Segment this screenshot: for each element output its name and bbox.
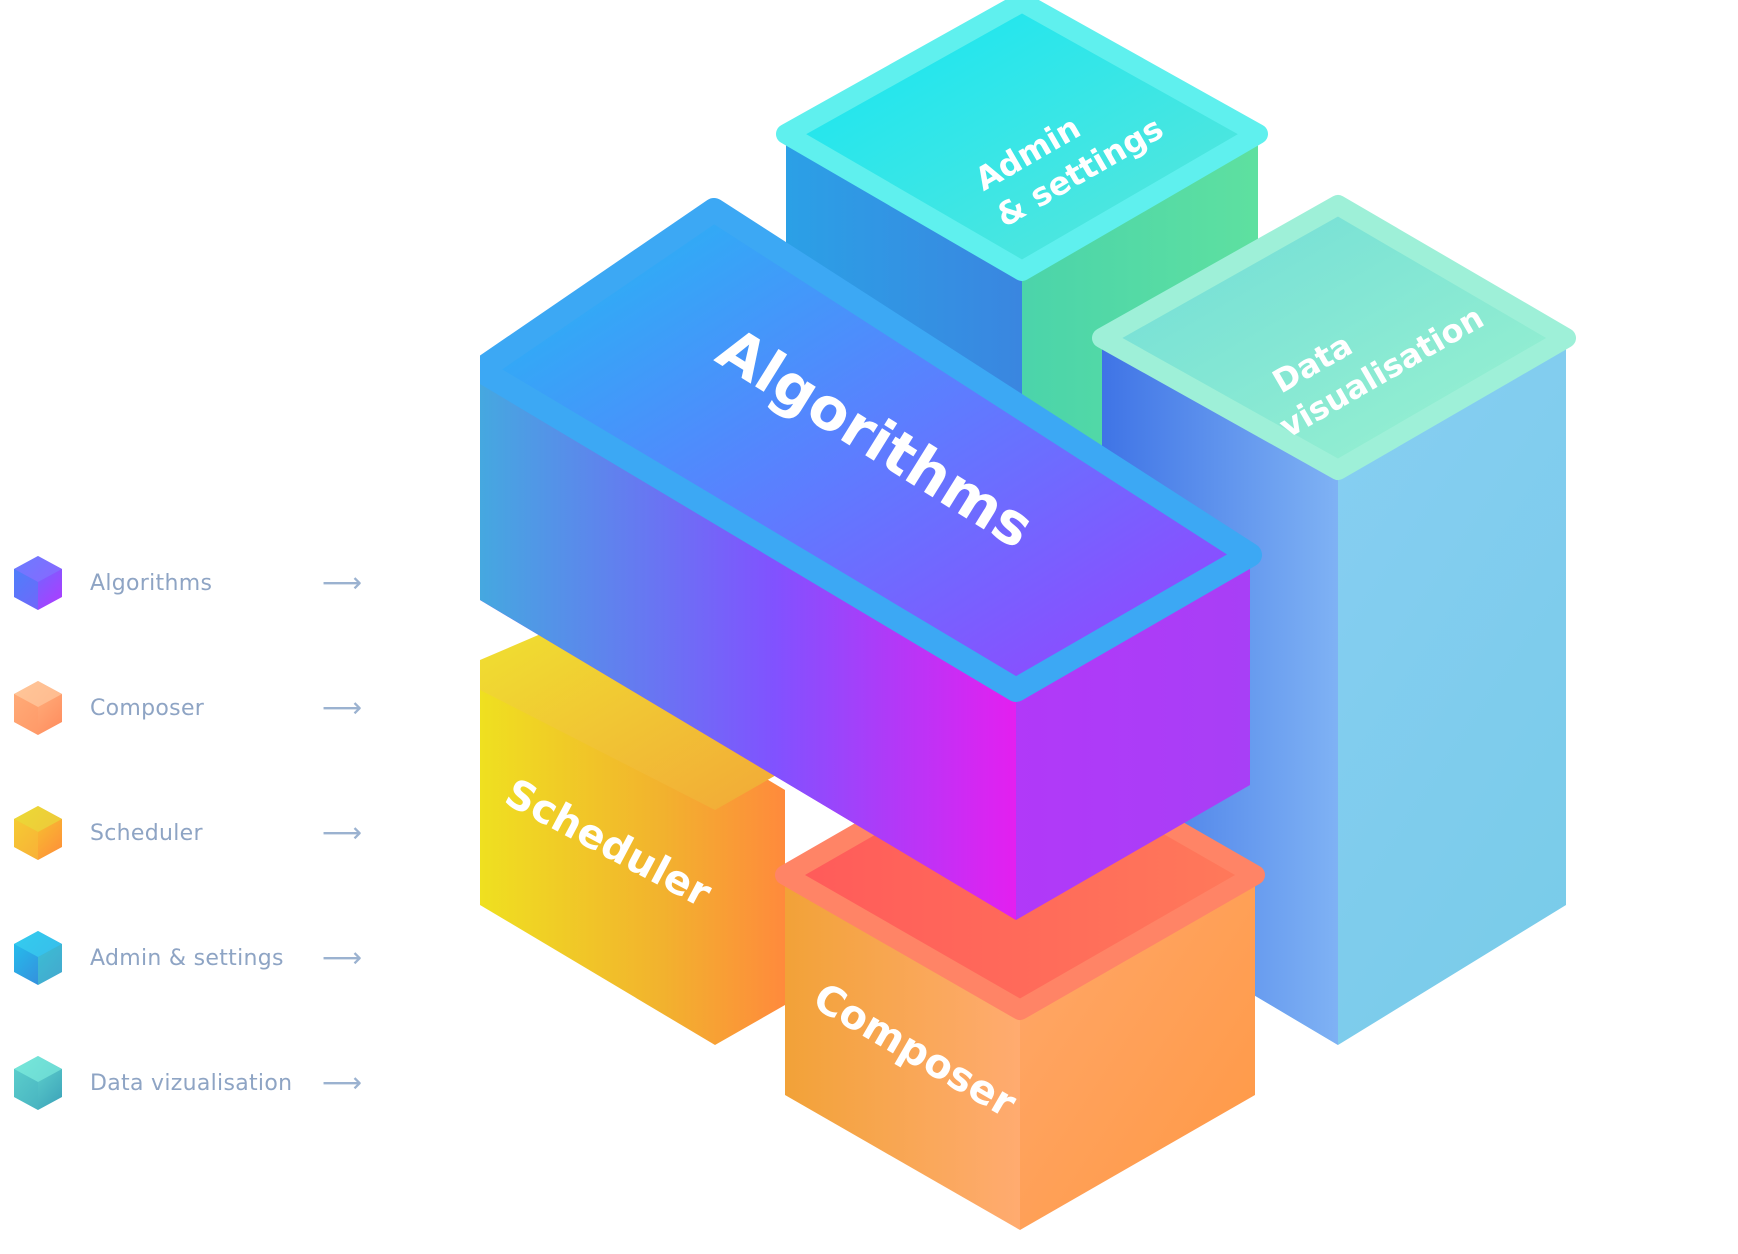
blocks-svg: Admin & settings Data visualisation Sche… — [480, 0, 1576, 1230]
data-block-top-face — [1092, 195, 1576, 480]
algorithms-block-front-face — [480, 370, 1016, 920]
scheduler-cube-icon — [14, 806, 62, 860]
admin-block-top-face — [776, 0, 1268, 281]
legend-item-algorithms[interactable]: Algorithms ⟶ — [12, 555, 372, 611]
legend: Algorithms ⟶ Composer ⟶ — [0, 0, 400, 1254]
arrow-right-icon: ⟶ — [322, 1066, 363, 1099]
legend-label: Data vizualisation — [90, 1070, 293, 1096]
legend-item-composer[interactable]: Composer ⟶ — [12, 680, 372, 736]
algorithms-block-top-face — [480, 198, 1262, 702]
algorithms-block[interactable]: Algorithms — [480, 198, 1262, 920]
scheduler-block[interactable]: Scheduler — [480, 630, 785, 1045]
arrow-right-icon: ⟶ — [322, 816, 363, 849]
scheduler-block-top-face — [480, 630, 785, 810]
algorithms-cube-icon — [14, 556, 62, 610]
composer-block-right-face — [1020, 875, 1255, 1230]
legend-item-scheduler[interactable]: Scheduler ⟶ — [12, 805, 372, 861]
admin-settings-cube-icon — [14, 931, 62, 985]
legend-label: Composer — [90, 695, 205, 721]
isometric-diagram: Admin & settings Data visualisation Sche… — [480, 0, 1738, 1254]
composer-block-left-face — [785, 875, 1020, 1230]
legend-label: Admin & settings — [90, 945, 284, 971]
data-vizualisation-cube-icon — [14, 1056, 62, 1110]
arrow-right-icon: ⟶ — [322, 566, 363, 599]
legend-item-admin-settings[interactable]: Admin & settings ⟶ — [12, 930, 372, 986]
composer-cube-icon — [14, 681, 62, 735]
legend-label: Algorithms — [90, 570, 213, 596]
arrow-right-icon: ⟶ — [322, 941, 363, 974]
arrow-right-icon: ⟶ — [322, 691, 363, 724]
legend-label: Scheduler — [90, 820, 203, 846]
legend-item-data-vizualisation[interactable]: Data vizualisation ⟶ — [12, 1055, 372, 1111]
